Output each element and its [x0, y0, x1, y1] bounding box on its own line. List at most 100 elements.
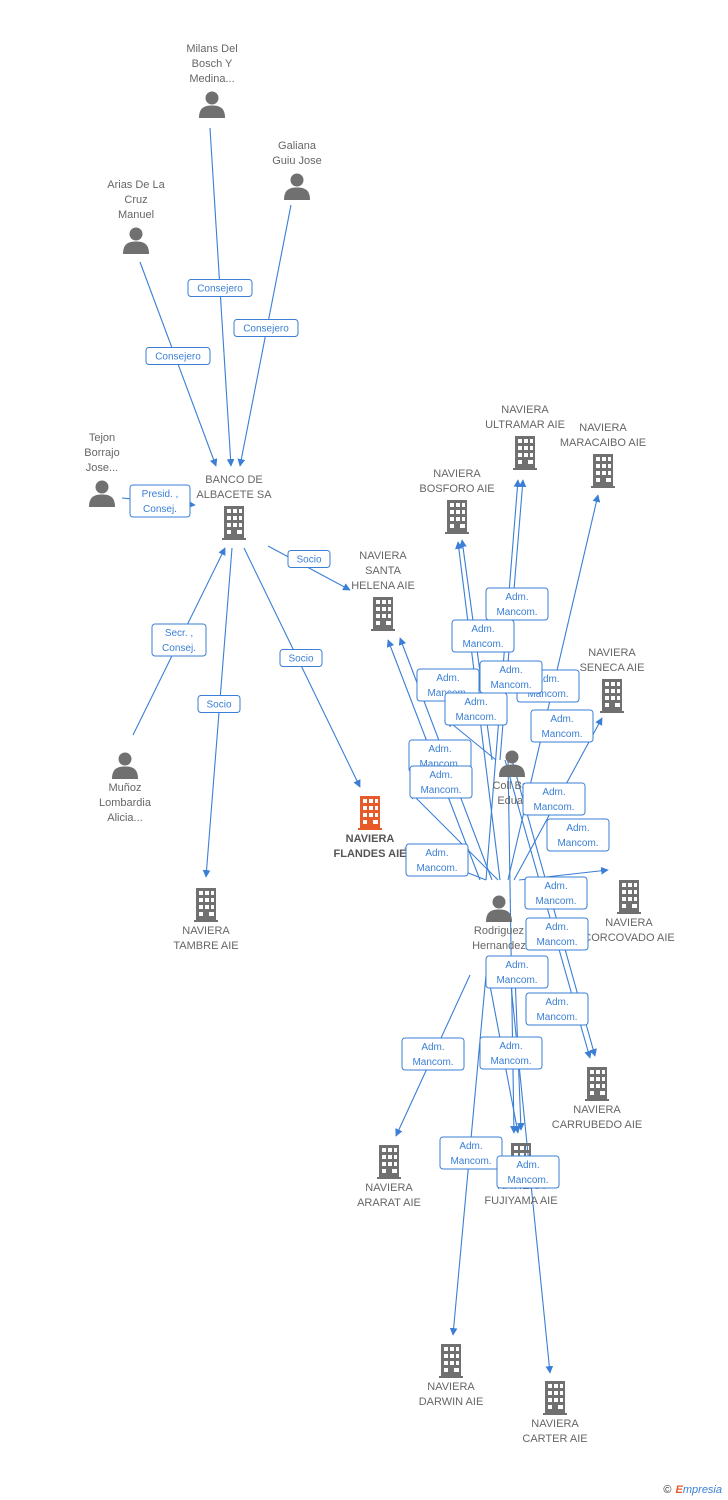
relation-label-18[interactable]: Adm.Mancom.	[546, 818, 610, 852]
relation-label-22[interactable]: Adm.Mancom.	[485, 955, 549, 989]
relation-box	[522, 782, 586, 816]
relation-label-21[interactable]: Adm.Mancom.	[525, 917, 589, 951]
relation-text: Mancom.	[490, 680, 531, 691]
node-label-line: ALBACETE SA	[196, 489, 272, 501]
relation-text: Mancom.	[462, 639, 503, 650]
node-label-line: SENECA AIE	[580, 662, 645, 674]
relation-label-26[interactable]: Adm.Mancom.	[439, 1136, 503, 1170]
relation-box	[197, 695, 241, 713]
relation-box	[479, 660, 543, 694]
building-icon	[439, 1344, 463, 1378]
node-label-line: Tejon	[89, 432, 115, 444]
relation-label-4[interactable]: Socio	[287, 550, 331, 568]
node-label-line: NAVIERA	[501, 404, 549, 416]
person-icon	[123, 227, 149, 254]
relation-label-24[interactable]: Adm.Mancom.	[401, 1037, 465, 1071]
node-label-line: NAVIERA	[433, 468, 481, 480]
relation-box	[524, 876, 588, 910]
node-munoz[interactable]: MuñozLombardiaAlicia...	[99, 752, 152, 825]
relation-text: Consejero	[243, 324, 289, 335]
relation-text: Adm.	[505, 592, 528, 603]
building-icon	[585, 1067, 609, 1101]
relation-text: Mancom.	[490, 1056, 531, 1067]
relation-label-7[interactable]: Socio	[279, 649, 323, 667]
relation-label-19[interactable]: Adm.Mancom.	[524, 876, 588, 910]
relation-text: Adm.	[471, 624, 494, 635]
node-label-line: Hernandez	[472, 940, 526, 952]
relation-box	[287, 550, 331, 568]
relation-text: Adm.	[545, 997, 568, 1008]
node-carter[interactable]: NAVIERA CARTER AIE	[522, 1381, 588, 1445]
node-label-line: Borrajo	[84, 447, 119, 459]
relation-label-25[interactable]: Adm.Mancom.	[479, 1036, 543, 1070]
relation-box	[451, 619, 515, 653]
relation-text: Consej.	[162, 643, 196, 654]
relation-label-9[interactable]: Adm. Mancom.	[451, 619, 515, 653]
relation-label-20[interactable]: Adm.Mancom.	[405, 843, 469, 877]
node-label-line: Rodriguez	[474, 925, 524, 937]
relation-label-14[interactable]: Adm.Mancom.	[530, 709, 594, 743]
node-label-line: NAVIERA	[531, 1418, 579, 1430]
relation-label-13[interactable]: Adm.Mancom.	[444, 692, 508, 726]
relation-label-1[interactable]: Consejero	[233, 319, 299, 337]
building-icon	[194, 888, 218, 922]
relation-text: Adm.	[464, 697, 487, 708]
node-label-line: Milans Del	[186, 43, 237, 55]
relation-text: Mancom.	[536, 937, 577, 948]
relation-text: Mancom.	[557, 838, 598, 849]
relation-text: Adm.	[499, 665, 522, 676]
node-tejon[interactable]: TejonBorrajoJose...	[84, 432, 120, 507]
relation-label-23[interactable]: Adm.Mancom.	[525, 992, 589, 1026]
person-icon	[486, 895, 512, 922]
relation-text: Socio	[288, 654, 313, 665]
node-label-line: Lombardia	[99, 797, 152, 809]
relation-text: Socio	[296, 555, 321, 566]
relation-label-27[interactable]: Adm.Mancom.	[496, 1155, 560, 1189]
relation-text: Adm.	[516, 1160, 539, 1171]
relation-label-5[interactable]: Secr. ,Consej.	[151, 623, 207, 657]
relation-label-16[interactable]: Adm.Mancom.	[409, 765, 473, 799]
node-label-line: MARACAIBO AIE	[560, 437, 646, 449]
building-icon	[591, 454, 615, 488]
relation-label-8[interactable]: Adm.Mancom.	[485, 587, 549, 621]
node-label-line: ARARAT AIE	[357, 1197, 421, 1209]
relation-text: Mancom.	[527, 689, 568, 700]
relation-label-6[interactable]: Socio	[197, 695, 241, 713]
relation-label-0[interactable]: Consejero	[187, 279, 253, 297]
node-label-line: CARTER AIE	[522, 1433, 587, 1445]
node-label-line: CORCOVADO AIE	[583, 932, 674, 944]
node-label-line: NAVIERA	[427, 1381, 475, 1393]
relation-box	[546, 818, 610, 852]
relation-box	[444, 692, 508, 726]
relation-text: Mancom.	[416, 863, 457, 874]
relation-label-2[interactable]: Consejero	[145, 347, 211, 365]
relation-box	[279, 649, 323, 667]
relation-box	[187, 279, 253, 297]
relation-box	[479, 1036, 543, 1070]
copyright-symbol: ©	[663, 1484, 672, 1496]
person-icon	[284, 173, 310, 200]
relation-label-11[interactable]: Adm. Mancom.	[479, 660, 543, 694]
relation-label-3[interactable]: Presid. ,Consej.	[129, 484, 191, 518]
footer-brand[interactable]: ©Empresia	[663, 1484, 722, 1496]
relation-text: Mancom.	[496, 975, 537, 986]
relation-label-17[interactable]: Adm.Mancom.	[522, 782, 586, 816]
